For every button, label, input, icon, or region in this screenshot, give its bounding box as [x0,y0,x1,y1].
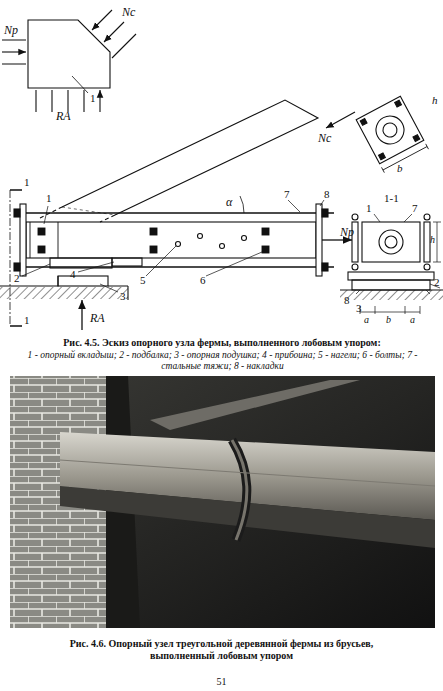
callout-number: 4 [70,268,76,281]
callout-number: 1 [366,202,372,215]
figure-caption: Рис. 4.5. Эскиз опорного узла фермы, вып… [12,337,432,349]
force-label: Np [340,226,354,240]
callout-number: 7 [412,202,418,215]
callout-number: 3 [120,290,126,303]
callout-number: 3 [356,302,362,315]
dimension-label: b [397,162,403,175]
callout-number: 5 [140,274,146,287]
dimension-label: a [364,314,369,326]
callout-number: 2 [14,272,20,285]
figure-legend: 1 - опорный вкладыш; 2 - подбалка; 3 - о… [20,350,425,372]
callout-number: 2 [434,276,440,289]
force-label: Nc [318,132,331,146]
callout-number: 6 [200,274,206,287]
page-number: 51 [0,676,443,688]
dimension-label: a [410,314,415,326]
force-label: Nc [122,6,135,20]
dimension-label: b [386,314,391,326]
callout-number: 8 [324,188,330,201]
section-mark: 1 [24,176,30,189]
callout-number: 8 [344,294,350,307]
section-title: 1-1 [384,192,399,205]
dimension-label: h [430,234,435,246]
callout-number: 1 [46,192,52,205]
dimension-label: h [432,94,438,107]
callout-number: 7 [284,188,290,201]
callout-number: 1 [90,92,96,105]
figure-caption: Рис. 4.6. Опорный узел треугольной дерев… [40,638,403,661]
force-label: Np [4,24,18,38]
force-label: RA [90,312,105,326]
angle-label: α [226,196,232,210]
force-label: RA [56,110,71,124]
section-mark: 1 [24,314,30,327]
